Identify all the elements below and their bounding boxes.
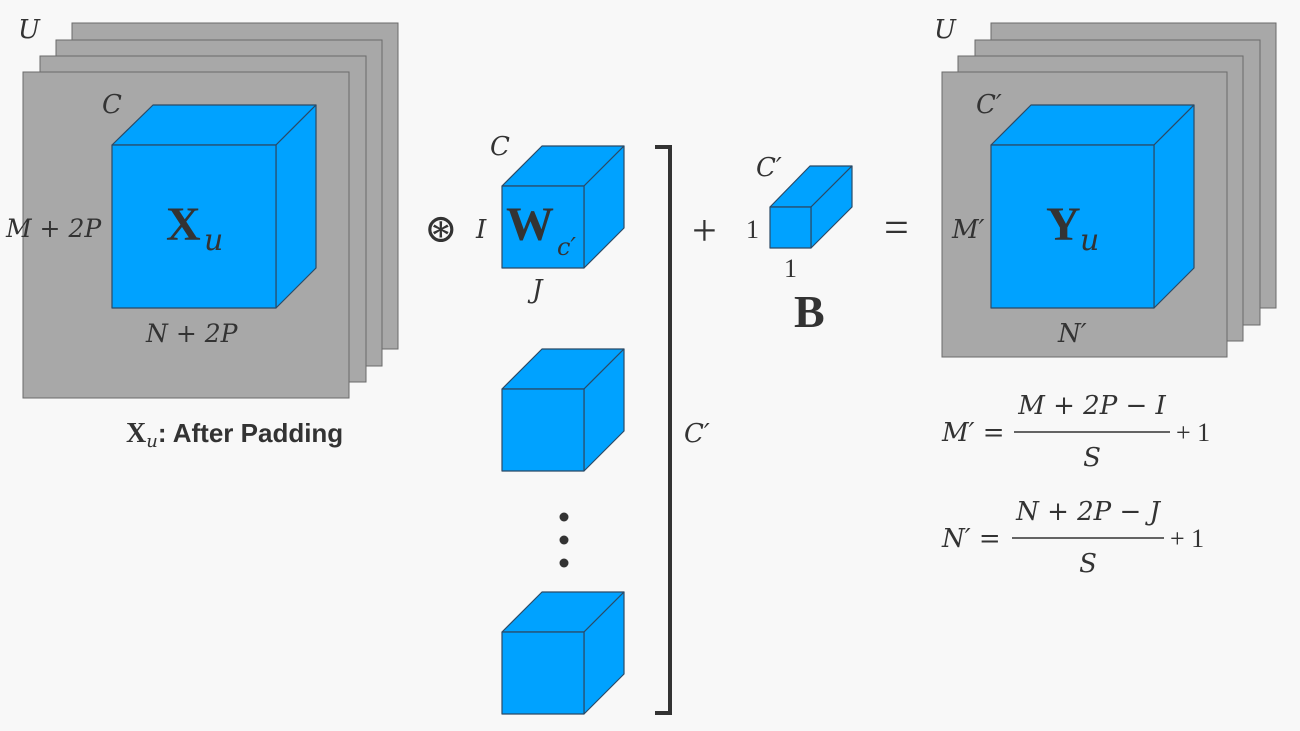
output-cube (990, 104, 1195, 309)
formula-height: M′ = M + 2P − I S + 1 (941, 391, 1210, 473)
caption: Xu: After Padding (126, 418, 343, 452)
bias-cube (769, 165, 853, 249)
tensor-subscript: u (204, 223, 223, 258)
bias: C′ 1 1 B (746, 153, 853, 337)
filter-subscript: c′ (557, 233, 576, 261)
ellipsis (559, 512, 569, 568)
filter-height-label: I (475, 215, 487, 245)
width-label: N + 2P (145, 319, 239, 348)
bias-channel-label: C′ (756, 153, 782, 183)
output-channel-label: C′ (976, 90, 1002, 120)
formula-denominator: S (1083, 443, 1101, 473)
formula-denominator: S (1079, 549, 1097, 579)
output-tensor-symbol: Y (1046, 198, 1081, 251)
filter-bank: C I J W c′ C′ (475, 132, 710, 715)
output-height-label: M′ (951, 215, 985, 245)
convolution-operator: ⊛ (424, 206, 458, 251)
bias-width-label: 1 (784, 254, 797, 283)
formula-numerator: M + 2P − I (1017, 391, 1166, 421)
output-stack: U C′ M′ N′ Y u (934, 15, 1277, 358)
bias-symbol: B (794, 286, 825, 337)
filter-channel-label: C (490, 132, 510, 162)
channel-label: C (102, 90, 122, 120)
output-width-label: N′ (1057, 319, 1087, 349)
filter-cube (501, 591, 625, 715)
input-cube (111, 104, 317, 309)
formula-tail: + 1 (1170, 524, 1204, 553)
formula-width: N′ = N + 2P − J S + 1 (941, 497, 1204, 579)
plus-operator: + (692, 206, 717, 255)
input-stack: U C M + 2P N + 2P X u Xu: After Padding (5, 15, 399, 452)
bias-height-label: 1 (746, 215, 759, 244)
formula-lhs: N′ = (941, 524, 1001, 554)
filter-width-label: J (527, 275, 544, 305)
equals-operator: = (884, 203, 909, 252)
formula-lhs: M′ = (941, 418, 1005, 448)
tensor-symbol: X (166, 198, 201, 251)
formula-numerator: N + 2P − J (1015, 497, 1161, 527)
filter-symbol: W (506, 198, 554, 251)
bracket (655, 145, 672, 715)
formula-tail: + 1 (1176, 418, 1210, 447)
batch-label: U (18, 15, 41, 45)
height-label: M + 2P (5, 214, 102, 243)
filter-cube (501, 145, 625, 269)
output-batch-label: U (934, 15, 957, 45)
filter-cube (501, 348, 625, 472)
output-tensor-subscript: u (1080, 223, 1099, 258)
filter-count-label: C′ (684, 419, 710, 449)
